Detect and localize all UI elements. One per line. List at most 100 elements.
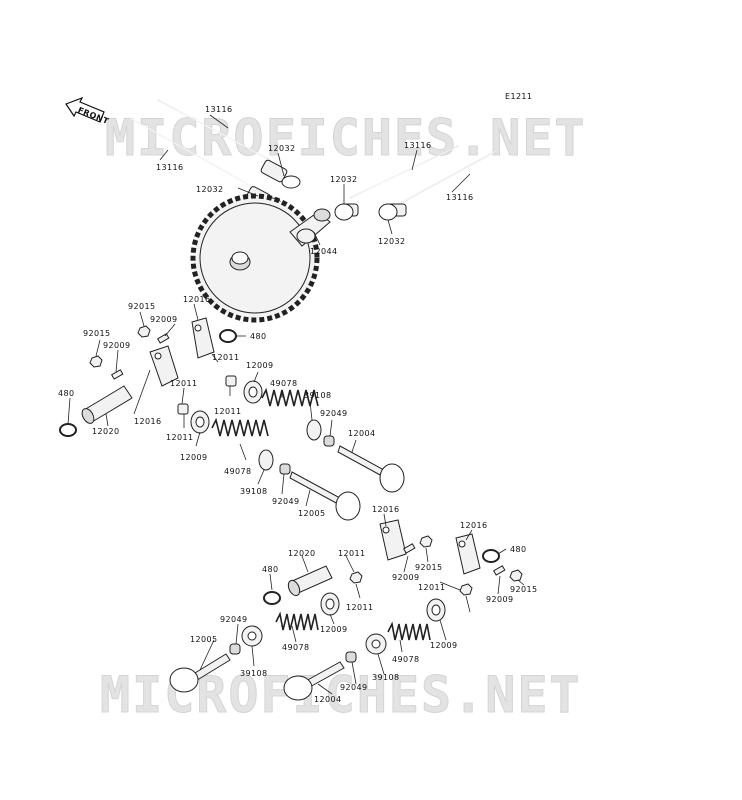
valve-d xyxy=(283,661,345,701)
retainer-c xyxy=(320,592,340,616)
collar-b xyxy=(177,403,189,415)
shaft-a xyxy=(81,385,133,424)
label-nut-c: 92015 xyxy=(415,563,442,572)
label-seal-d: 92049 xyxy=(340,683,367,692)
pushrod-d xyxy=(391,149,499,209)
shaft-b xyxy=(287,565,333,597)
retainer-a xyxy=(243,380,263,404)
label-seal-b: 92049 xyxy=(272,497,299,506)
label-valve-b: 12005 xyxy=(298,509,325,518)
seal-d xyxy=(345,651,357,663)
label-clip-d: 480 xyxy=(262,565,278,574)
label-shaft-a: 12020 xyxy=(92,427,119,436)
label-lifter-a: 12032 xyxy=(268,144,295,153)
label-nut-a: 92015 xyxy=(128,302,155,311)
seat-d xyxy=(365,633,387,655)
seat-a xyxy=(306,419,322,441)
label-seat-a: 39108 xyxy=(304,391,331,400)
label-screw-b: 92009 xyxy=(103,341,130,350)
label-collar-e: 12011 xyxy=(338,549,365,558)
cam-gear xyxy=(190,193,320,323)
nut-a xyxy=(137,325,151,338)
label-seat-d: 39108 xyxy=(372,673,399,682)
arm-c xyxy=(379,519,407,561)
clip-d xyxy=(263,591,281,605)
label-seal-c: 92049 xyxy=(220,615,247,624)
label-valve-d: 12004 xyxy=(314,695,341,704)
label-spring-d: 49078 xyxy=(392,655,419,664)
label-collar-b: 12011 xyxy=(170,379,197,388)
retainer-b xyxy=(190,410,210,434)
diagram-code: E1211 xyxy=(505,92,532,101)
label-retainer-c: 12009 xyxy=(320,625,347,634)
collar-d xyxy=(459,583,473,596)
lifter-d xyxy=(378,203,407,221)
clip-c xyxy=(482,549,500,563)
camshaft xyxy=(289,208,331,247)
nut-c xyxy=(419,535,433,548)
label-collar-g: 12011 xyxy=(418,583,445,592)
label-collar-d: 12011 xyxy=(166,433,193,442)
label-retainer-d: 12009 xyxy=(430,641,457,650)
pushrod-a xyxy=(157,99,271,161)
clip-b xyxy=(59,423,77,437)
seal-a xyxy=(323,435,335,447)
label-collar-f: 12011 xyxy=(346,603,373,612)
label-arm-d: 12016 xyxy=(460,521,487,530)
arm-d xyxy=(455,533,481,575)
seal-b xyxy=(279,463,291,475)
label-shaft-b: 12020 xyxy=(288,549,315,558)
label-valve-c: 12005 xyxy=(190,635,217,644)
label-arm-c: 12016 xyxy=(372,505,399,514)
screw-a xyxy=(156,333,170,344)
nut-d xyxy=(509,569,523,582)
collar-c xyxy=(349,571,363,584)
label-spring-b: 49078 xyxy=(224,467,251,476)
clip-a xyxy=(219,329,237,343)
label-lifter-b: 12032 xyxy=(196,185,223,194)
spring-d xyxy=(387,621,431,641)
label-nut-b: 92015 xyxy=(83,329,110,338)
label-seat-c: 39108 xyxy=(240,669,267,678)
label-retainer-a: 12009 xyxy=(246,361,273,370)
pushrod-b xyxy=(129,117,259,191)
label-arm-a: 12016 xyxy=(183,295,210,304)
label-pushrod-a: 13116 xyxy=(205,105,232,114)
label-camshaft: 12044 xyxy=(310,247,337,256)
label-lifter-c: 12032 xyxy=(330,175,357,184)
label-pushrod-c: 13116 xyxy=(404,141,431,150)
screw-c xyxy=(402,543,416,554)
label-pushrod-b: 13116 xyxy=(156,163,183,172)
part-labels: 13116 13116 13116 13116 12032 12032 1203… xyxy=(58,105,537,704)
label-arm-b: 12016 xyxy=(134,417,161,426)
screw-d xyxy=(492,565,506,576)
label-collar-c: 12011 xyxy=(214,407,241,416)
spring-a xyxy=(261,387,319,407)
valve-a xyxy=(337,445,405,493)
seat-b xyxy=(258,449,274,471)
watermark-top: MICROFICHES.NET xyxy=(105,109,587,167)
label-clip-c: 480 xyxy=(510,545,526,554)
lifter-c xyxy=(334,203,359,221)
retainer-d xyxy=(426,598,446,622)
label-pushrod-d: 13116 xyxy=(446,193,473,202)
seal-c xyxy=(229,643,241,655)
label-spring-c: 49078 xyxy=(282,643,309,652)
label-screw-d: 92009 xyxy=(486,595,513,604)
label-lifter-d: 12032 xyxy=(378,237,405,246)
spring-c xyxy=(275,611,319,631)
label-nut-d: 92015 xyxy=(510,585,537,594)
screw-b xyxy=(110,369,124,380)
leader-lines xyxy=(67,114,525,695)
label-retainer-b: 12009 xyxy=(180,453,207,462)
label-seat-b: 39108 xyxy=(240,487,267,496)
valve-c xyxy=(169,653,231,693)
seat-c xyxy=(241,625,263,647)
arm-a xyxy=(149,345,179,387)
label-valve-a: 12004 xyxy=(348,429,375,438)
collar-a xyxy=(225,375,237,387)
label-clip-b: 480 xyxy=(58,389,74,398)
arm-b xyxy=(191,317,215,359)
label-seal-a: 92049 xyxy=(320,409,347,418)
